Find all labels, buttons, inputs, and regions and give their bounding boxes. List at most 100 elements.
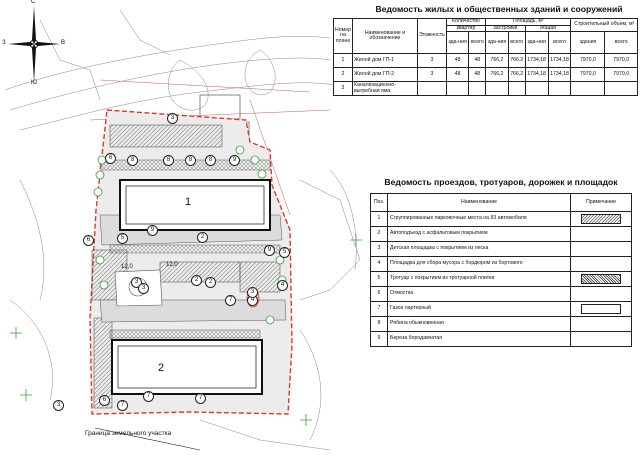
header-building: зда-ния <box>485 31 509 55</box>
table-cell-v1: 7970,0 <box>570 67 606 83</box>
plan-marker: 6 <box>99 395 110 406</box>
header-buildings: зда-ния <box>445 31 470 55</box>
table-cell-c2 <box>468 81 487 97</box>
header-name: Наименование <box>387 193 571 212</box>
table-cell-pos: 9 <box>370 331 388 347</box>
table-cell-a3 <box>524 81 549 97</box>
compass-east: В <box>61 40 66 46</box>
dimension-label: 12,0 <box>166 262 178 268</box>
table-cell-name: Рябина обыкновенная <box>387 316 571 332</box>
parking-area <box>109 124 223 148</box>
table-cell-a4: 1734,18 <box>547 67 572 83</box>
header-total: всего <box>468 31 487 55</box>
header-volume: Строительный объем, м³ <box>570 17 638 33</box>
table-cell-floors: 3 <box>416 53 447 69</box>
table-cell-num: 1 <box>333 53 353 69</box>
survey-markers <box>10 234 362 426</box>
compass-north: С <box>31 0 36 5</box>
table-cell-a4: 1734,18 <box>547 53 572 69</box>
table-cell-note <box>570 271 632 287</box>
table-cell-name: Жилой дом ГП-2 <box>351 67 418 83</box>
building-gp2 <box>111 339 263 395</box>
dimension-label: 12,0 <box>121 264 133 270</box>
header-total2: всего <box>507 31 526 55</box>
plan-marker: 5 <box>117 233 128 244</box>
table-cell-name: Жилой дом ГП-1 <box>351 53 418 69</box>
plan-marker: 8 <box>205 155 216 166</box>
table-cell-name: Тротуар с покрытием из тротуарной плитки <box>387 271 571 287</box>
header-pos: Поз. <box>370 193 388 212</box>
table-cell-note <box>570 331 632 347</box>
boundary-leader-line <box>94 427 201 451</box>
table-cell-note <box>570 316 632 332</box>
plan-marker: 9 <box>264 245 275 256</box>
table-cell-c2: 48 <box>468 53 487 69</box>
header-vol-building: здания <box>570 31 606 55</box>
table2-title: Ведомость проездов, тротуаров, дорожек и… <box>384 177 618 187</box>
legend-swatch <box>581 304 621 314</box>
table-cell-pos: 2 <box>370 226 388 242</box>
table-cell-c2: 48 <box>468 67 487 83</box>
compass-south: Ю <box>31 80 38 86</box>
legend-swatch <box>581 214 621 224</box>
header-apartments: квартир <box>445 24 487 33</box>
table-cell-c1 <box>445 81 470 97</box>
header-built: застройки <box>485 24 526 33</box>
table-cell-a3: 1734,18 <box>524 53 549 69</box>
boundary-label: Граница земельного участка <box>85 430 172 437</box>
table-cell-c1: 48 <box>445 53 470 69</box>
header-name: Наименование и обозначение <box>351 17 418 55</box>
buildings-table: Номер на плане Наименование и обозначени… <box>333 17 638 97</box>
plan-marker: 3 <box>53 400 64 411</box>
parking-area <box>239 261 281 293</box>
table-cell-pos: 4 <box>370 256 388 272</box>
plan-marker: 2 <box>191 275 202 286</box>
table-cell-note <box>570 211 632 227</box>
plan-marker: 6 <box>83 235 94 246</box>
plan-marker: 4 <box>277 280 288 291</box>
plan-marker: 7 <box>225 295 236 306</box>
table-cell-pos: 8 <box>370 316 388 332</box>
table-cell-a1: 766,2 <box>485 53 509 69</box>
plan-marker: 5 <box>279 247 290 258</box>
plan-marker: 8 <box>127 155 138 166</box>
building-gp1 <box>119 179 271 231</box>
table-cell-name: Автоподъезд с асфальтовым покрытием <box>387 226 571 242</box>
table-cell-name: Канализационно-выгребная яма <box>351 81 418 97</box>
legend-swatch <box>581 274 621 284</box>
header-common: общая <box>524 24 572 33</box>
table-cell-name: Детская площадка с покрытием из песка <box>387 241 571 257</box>
building-2-label: 2 <box>158 362 165 374</box>
plan-marker: 3 <box>247 287 258 298</box>
trees <box>93 145 287 325</box>
sidewalk <box>109 329 261 339</box>
table-cell-name: Сгруппированные парковочные места на 83 … <box>387 211 571 227</box>
table-cell-pos: 1 <box>370 211 388 227</box>
plan-marker: 9 <box>147 225 158 236</box>
plan-marker: 8 <box>163 155 174 166</box>
table-cell-note <box>570 256 632 272</box>
plan-marker: 3 <box>167 113 178 124</box>
building-gp2-inner <box>117 345 257 389</box>
table-cell-v2: 7970,0 <box>604 53 638 69</box>
building-1-label: 1 <box>185 196 192 208</box>
plan-marker: 9 <box>229 155 240 166</box>
table-cell-floors <box>416 81 447 97</box>
header-building: зда-ния <box>524 31 549 55</box>
table-cell-a4 <box>547 81 572 97</box>
table-cell-name: Газон партерный <box>387 301 571 317</box>
header-floors: Этажность <box>416 17 447 55</box>
table-cell-a1: 766,2 <box>485 67 509 83</box>
plan-marker: 3 <box>131 277 142 288</box>
plan-marker: 2 <box>205 277 216 288</box>
plan-marker: 7 <box>117 400 128 411</box>
table-cell-note <box>570 226 632 242</box>
table-cell-name: Площадка для сбора мусора с бордюром из … <box>387 256 571 272</box>
table-cell-c1: 48 <box>445 67 470 83</box>
sidewalk <box>109 244 281 254</box>
